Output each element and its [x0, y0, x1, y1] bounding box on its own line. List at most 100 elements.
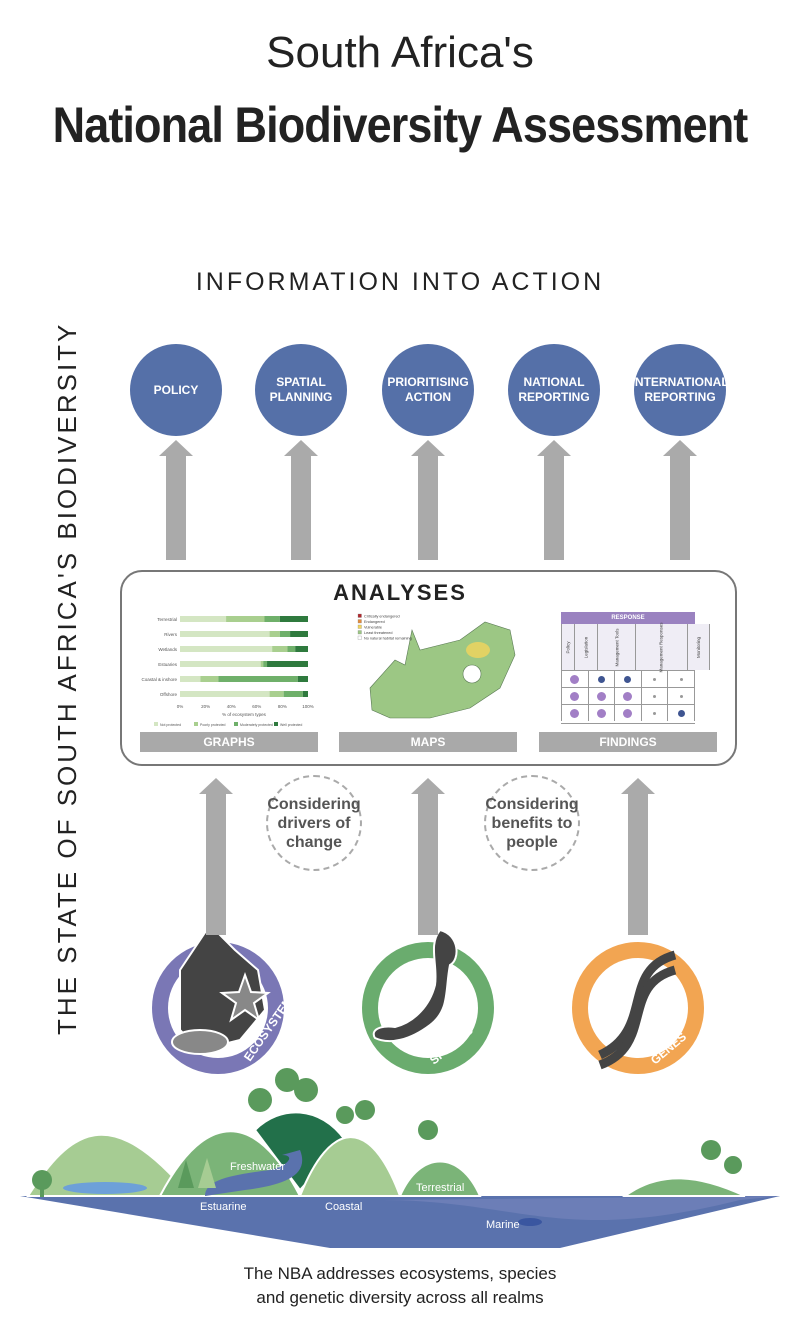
graph-bar-segment	[180, 676, 201, 682]
side-label: THE STATE OF SOUTH AFRICA'S BIODIVERSITY	[52, 321, 82, 1035]
graph-bar-segment	[269, 631, 280, 637]
graph-bar-segment	[302, 691, 308, 697]
graph-category-label: Estuaries	[158, 662, 178, 667]
arrow-up-bottom-1	[418, 794, 438, 935]
graph-category-label: Offshore	[160, 692, 178, 697]
findings-cell	[642, 688, 669, 704]
arrow-up-1	[291, 456, 311, 560]
findings-cell	[615, 671, 642, 687]
findings-cell	[668, 705, 695, 721]
arrow-up-bottom-0-head	[199, 778, 233, 794]
action-policy: POLICY	[130, 344, 222, 436]
ecosystems-badge: ECOSYSTEMS	[152, 930, 300, 1074]
graph-legend-label: Poorly protected	[200, 723, 226, 727]
findings-cell	[562, 705, 589, 721]
graph-category-label: Terrestrial	[157, 617, 177, 622]
graph-legend-label: Well protected	[280, 723, 302, 727]
action-prioritising: PRIORITISING ACTION	[382, 344, 474, 436]
arrow-up-2	[418, 456, 438, 560]
arrow-up-bottom-2	[628, 794, 648, 935]
findings-cell	[589, 671, 616, 687]
map-legend-swatch	[357, 619, 362, 624]
arrow-up-2-head	[411, 440, 445, 456]
findings-cell	[642, 705, 669, 721]
graph-legend-swatch	[234, 722, 238, 726]
graph-bar-segment	[279, 631, 291, 637]
consideration-drivers: Considering drivers of change	[266, 775, 362, 871]
salamander-icon	[372, 930, 458, 1043]
graph-x-tick: 0%	[177, 704, 184, 709]
findings-cell	[562, 688, 589, 704]
realm-coastal: Coastal	[325, 1201, 362, 1213]
arrow-up-0	[166, 456, 186, 560]
graph-legend-label: Not protected	[160, 723, 181, 727]
graph-bar-segment	[272, 646, 288, 652]
map-legend-label: Endangered	[364, 620, 385, 624]
graph-x-tick: 80%	[278, 704, 287, 709]
graph-bar-segment	[263, 661, 268, 667]
graph-bar-segment	[260, 661, 264, 667]
arrow-up-3-head	[537, 440, 571, 456]
action-national-reporting: NATIONAL REPORTING	[508, 344, 600, 436]
panel-label-findings: FINDINGS	[539, 732, 717, 752]
graph-x-tick: 20%	[201, 704, 210, 709]
graph-bar-segment	[269, 691, 284, 697]
graph-x-tick: 100%	[302, 704, 314, 709]
findings-row	[561, 687, 695, 704]
graph-bar-segment	[200, 676, 219, 682]
graph-chart: TerrestrialRiversWetlandsEstuariesCoasta…	[141, 616, 314, 727]
graph-x-tick: 60%	[252, 704, 261, 709]
arrow-up-0-head	[159, 440, 193, 456]
findings-row	[561, 670, 695, 687]
findings-cell	[615, 688, 642, 704]
genes-badge: GENES	[572, 942, 704, 1074]
findings-column-header: Policy	[562, 624, 576, 670]
species-badge: SPECIES	[362, 930, 494, 1074]
graph-legend-swatch	[194, 722, 198, 726]
findings-cell	[668, 671, 695, 687]
arrow-up-1-head	[284, 440, 318, 456]
findings-cell	[562, 671, 589, 687]
graph-bar-segment	[180, 646, 273, 652]
title-line-1: South Africa's	[266, 28, 534, 77]
findings-row	[561, 704, 695, 721]
graph-bar-segment	[264, 616, 280, 622]
graph-bar-segment	[297, 676, 308, 682]
realm-terrestrial: Terrestrial	[416, 1182, 464, 1194]
map-legend-label: Vulnerable	[364, 626, 382, 630]
arrow-up-4-head	[663, 440, 697, 456]
map-legend-label: Least threatened	[364, 631, 393, 635]
realm-freshwater: Freshwater	[230, 1161, 285, 1173]
map-legend-swatch	[357, 635, 362, 640]
findings-column-header: Monitoring	[687, 624, 710, 670]
graph-bar-segment	[226, 616, 265, 622]
arrow-up-bottom-1-head	[411, 778, 445, 794]
landscape: Freshwater Estuarine Coastal Terrestrial…	[20, 1068, 780, 1248]
graph-bar-segment	[287, 646, 296, 652]
findings-cell	[589, 688, 616, 704]
graph-x-label: % of ecosystem types	[222, 712, 267, 717]
realm-estuarine: Estuarine	[200, 1201, 246, 1213]
arrow-up-3	[544, 456, 564, 560]
graph-x-tick: 40%	[227, 704, 236, 709]
panel-label-graphs: GRAPHS	[140, 732, 318, 752]
realm-marine: Marine	[486, 1219, 520, 1231]
findings-column-header: Legislation	[575, 624, 598, 670]
fish-icon	[518, 1218, 542, 1226]
consideration-benefits: Considering benefits to people	[484, 775, 580, 871]
graph-bar-segment	[279, 616, 308, 622]
graph-legend-swatch	[154, 722, 158, 726]
graph-bar-segment	[180, 616, 227, 622]
footer-line-1: The NBA addresses ecosystems, species	[243, 1264, 557, 1283]
arrow-up-bottom-0	[206, 794, 226, 935]
sa-map: Critically endangeredEndangeredVulnerabl…	[357, 613, 516, 719]
map-legend-label: Critically endangered	[364, 615, 400, 619]
page-title: National Biodiversity Assessment	[52, 97, 749, 153]
arrow-up-bottom-2-head	[621, 778, 655, 794]
dna-icon	[597, 950, 677, 1070]
map-legend-swatch	[357, 613, 362, 618]
action-international-reporting: INTERNATIONAL REPORTING	[632, 344, 729, 436]
subtitle: INFORMATION INTO ACTION	[195, 268, 605, 296]
arrow-up-4	[670, 456, 690, 560]
